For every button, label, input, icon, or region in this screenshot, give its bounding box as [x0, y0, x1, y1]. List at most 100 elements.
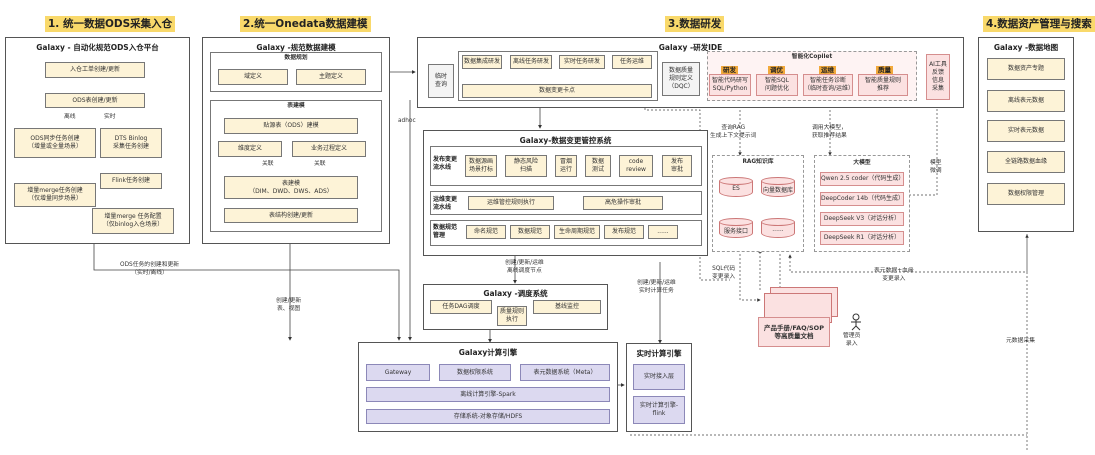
ods-offline-label: 离线: [64, 114, 76, 120]
rt-access-box[interactable]: 实时接入层: [633, 364, 685, 390]
rt-panel-title: 实时计算引擎: [636, 349, 682, 358]
ods-merge-right-box[interactable]: 增量merge 任务配置 （仅binlog入仓场景）: [92, 208, 174, 234]
ods-ticket-box[interactable]: 入仓工单创建/更新: [45, 62, 145, 78]
admin-person-icon: [847, 313, 865, 331]
change-norm-label: 数据规范 管理: [433, 224, 458, 239]
change-n2-box[interactable]: 数据规范: [510, 225, 550, 239]
ods-sync-box[interactable]: ODS同步任务创建 （增量或全量场景）: [14, 128, 96, 158]
compute-perm-box[interactable]: 数据权限系统: [439, 364, 511, 381]
change-n3-box[interactable]: 生命周期规范: [554, 225, 600, 239]
llm-title: 大模型: [853, 160, 871, 166]
llm-model-1[interactable]: Qwen 2.5 coder（代码生成）: [820, 172, 904, 186]
ide-change-card-box[interactable]: 数据变更卡点: [462, 84, 652, 98]
rag-sql-note: SQL代码 变更录入: [712, 266, 736, 280]
change-o1-box[interactable]: 运维管控规则执行: [468, 196, 554, 210]
model-process-box[interactable]: 业务过程定义: [292, 141, 366, 157]
ide-btn-ops[interactable]: 任务运维: [612, 55, 652, 69]
compute-panel-title: Galaxy计算引擎: [458, 348, 518, 357]
ide-copilet-tune-box[interactable]: 智能SQL 问题优化: [756, 74, 798, 96]
compute-meta-box[interactable]: 表元数据系统（Meta）: [520, 364, 610, 381]
llm-finetune-note: 模型 微调: [930, 160, 942, 174]
section-title-ods: 1. 统一数据ODS采集入仓: [45, 16, 176, 32]
change-bottom-note: 创建/更新/运维 离线调度节点: [505, 260, 544, 274]
compute-gateway-box[interactable]: Gateway: [366, 364, 430, 381]
ide-copilet-dev-box[interactable]: 智能代码研写 SQL/Python: [709, 74, 751, 96]
change-r4-box[interactable]: 数据 测试: [585, 155, 611, 177]
ide-dqc-box[interactable]: 数据质量 规则定义 （DQC）: [662, 62, 700, 96]
ide-copilet-tag-dev: 研发: [721, 66, 738, 74]
ide-btn-offline[interactable]: 离线任务研发: [510, 55, 552, 69]
ods-merge-left-box[interactable]: 增量merge任务创建 （仅增量同步场景）: [14, 183, 96, 207]
rag-vector-db[interactable]: 向量数据库: [761, 177, 795, 199]
change-r3-box[interactable]: 冒烟 运行: [555, 155, 577, 177]
compute-hdfs-box[interactable]: 存储系统-对象存储/HDFS: [366, 409, 610, 424]
model-layers-box[interactable]: 表建模 （DIM、DWD、DWS、ADS）: [224, 176, 358, 199]
ide-temp-query-box[interactable]: 临时 查询: [428, 64, 454, 98]
model-struct-box[interactable]: 表结构创建/更新: [224, 208, 358, 223]
asset-panel-title: Galaxy -数据地图: [993, 43, 1059, 52]
sched-quality-box[interactable]: 质量规则 执行: [497, 306, 527, 326]
llm-model-2[interactable]: DeepCoder 14b（代码生成）: [820, 192, 904, 206]
ide-copilet-ops-box[interactable]: 智能任务诊断 （临时查询/运维）: [803, 74, 854, 96]
ide-copilet-tag-tune: 调优: [768, 66, 785, 74]
change-ops-label: 运维变更 流水线: [433, 196, 458, 211]
docs-stack-box[interactable]: 产品手册/FAQ/SOP 等高质量文档: [758, 317, 830, 347]
model-rel1-label: 关联: [262, 161, 274, 167]
section-title-modeling: 2.统一Onedata数据建模: [240, 16, 371, 32]
change-panel-title: Galaxy-数据变更管控系统: [519, 136, 612, 145]
model-rel2-label: 关联: [314, 161, 326, 167]
model-panel-title: Galaxy -规范数据建模: [256, 43, 336, 52]
ide-copilet-quality-box[interactable]: 智能质量规则 推荐: [858, 74, 908, 96]
rag-service-db[interactable]: 服务接口: [719, 218, 753, 240]
section-title-asset: 4.数据资产管理与搜索: [983, 16, 1095, 32]
asset-item-2[interactable]: 离线表元数据: [987, 90, 1065, 112]
ide-copilet-tag-ops: 运维: [819, 66, 836, 74]
rag-title: RAG知识库: [742, 159, 774, 165]
llm-model-4[interactable]: DeepSeek R1（对话分析）: [820, 231, 904, 245]
model-source-box[interactable]: 贴源表（ODS）建模: [224, 118, 358, 134]
ide-adhoc-label: adhoc: [398, 118, 416, 124]
model-plan-title: 数据规划: [284, 55, 308, 61]
change-r1-box[interactable]: 数据源画 场景打标: [465, 155, 497, 177]
rag-es-db[interactable]: ES: [719, 177, 753, 199]
ide-btn-realtime[interactable]: 实时任务研发: [559, 55, 605, 69]
change-n1-box[interactable]: 命名规范: [466, 225, 506, 239]
model-subject-box[interactable]: 主题定义: [296, 69, 366, 85]
asset-item-4[interactable]: 全链路数据血缘: [987, 151, 1065, 173]
admin-label: 管理员 录入: [843, 333, 861, 347]
rag-more-db[interactable]: ......: [761, 218, 795, 240]
change-r6-box[interactable]: 发布 审批: [662, 155, 692, 177]
change-n5-box[interactable]: ......: [648, 225, 678, 239]
sched-dag-box[interactable]: 任务DAG调度: [430, 300, 492, 314]
ide-btn-integration[interactable]: 数据集成研发: [462, 55, 502, 69]
model-table-title: 表建模: [287, 103, 305, 109]
ide-copilet-title: 智能化Copilet: [791, 54, 833, 60]
meta-lineage-note: 表元数据+血缘 变更录入: [874, 268, 914, 282]
model-domain-box[interactable]: 域定义: [218, 69, 288, 85]
ide-ai-tool-box[interactable]: AI工具 反馈 信息 采集: [926, 54, 950, 100]
model-bottom-note: 创建/更新 表、视图: [276, 298, 302, 312]
change-r2-box[interactable]: 静态风险 扫描: [505, 155, 547, 177]
llm-in-note: 调用大模型， 获取推荐结果: [812, 125, 847, 139]
asset-item-3[interactable]: 实时表元数据: [987, 120, 1065, 142]
change-n4-box[interactable]: 发布规范: [604, 225, 644, 239]
rt-create-note: 创建/更新/运维 实时计算任务: [637, 280, 676, 294]
change-r5-box[interactable]: code review: [619, 155, 653, 177]
change-release-label: 发布变更 流水线: [433, 156, 458, 171]
sched-panel-title: Galaxy -调度系统: [483, 289, 548, 298]
rag-in-note: 查询RAG 生成上下文提示词: [710, 125, 757, 139]
model-dim-box[interactable]: 维度定义: [218, 141, 282, 157]
change-o2-box[interactable]: 高危操作审批: [583, 196, 663, 210]
ide-panel-title: Galaxy -研发IDE: [658, 43, 723, 52]
asset-item-5[interactable]: 数据权限管理: [987, 183, 1065, 205]
asset-collect-note: 元数据采集: [1006, 338, 1035, 344]
ods-binlog-box[interactable]: DTS Binlog 采集任务创建: [100, 128, 162, 158]
asset-item-1[interactable]: 数据资产专题: [987, 58, 1065, 80]
llm-model-3[interactable]: DeepSeek V3（对话分析）: [820, 212, 904, 226]
ods-bottom-note: ODS任务的创建和更新 （实时/离线）: [120, 262, 180, 276]
compute-spark-box[interactable]: 离线计算引擎-Spark: [366, 387, 610, 402]
ods-flink-box[interactable]: Flink任务创建: [100, 173, 162, 189]
sched-baseline-box[interactable]: 基线监控: [533, 300, 601, 314]
rt-flink-box[interactable]: 实时计算引擎- flink: [633, 396, 685, 424]
ods-table-box[interactable]: ODS表创建/更新: [45, 93, 145, 108]
